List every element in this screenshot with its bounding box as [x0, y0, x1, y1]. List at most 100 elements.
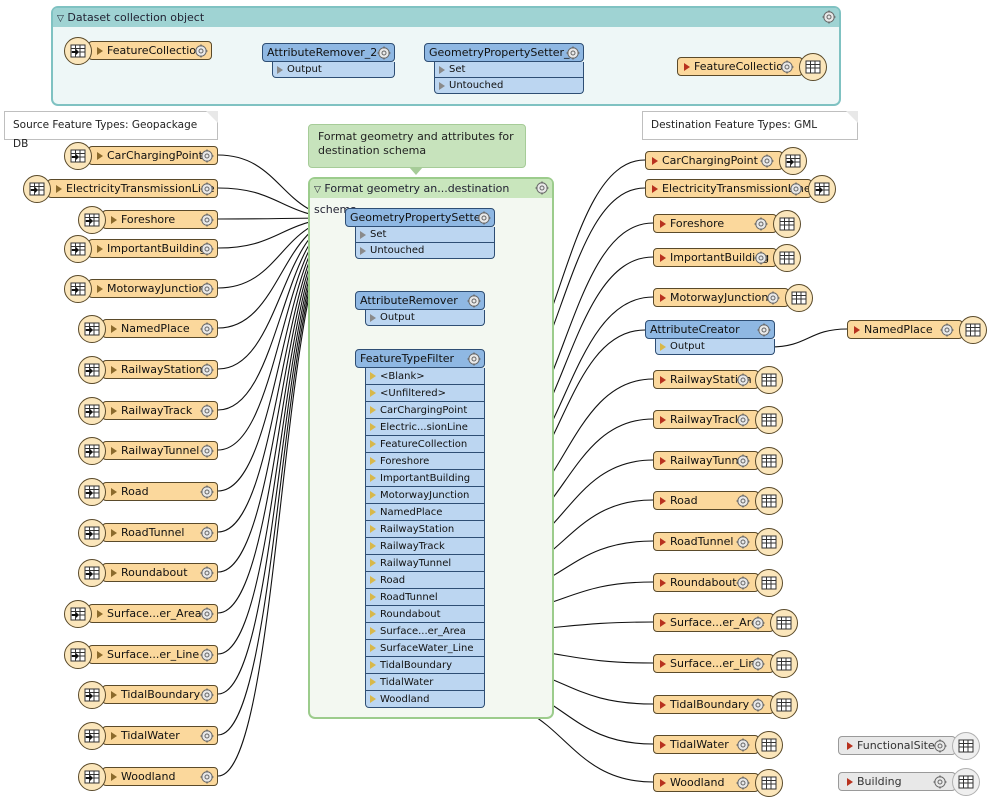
output-port[interactable]: MotorwayJunction [365, 487, 485, 504]
disabled-writer-building[interactable]: Building [838, 767, 980, 796]
disabled-writer-functionalsite[interactable]: FunctionalSite [838, 731, 980, 760]
writer-road[interactable]: Road [653, 486, 783, 515]
gear-icon[interactable] [477, 211, 491, 228]
gear-icon[interactable] [736, 776, 750, 793]
gear-icon[interactable] [933, 739, 947, 756]
gear-icon[interactable] [754, 217, 768, 234]
gear-icon[interactable] [736, 535, 750, 552]
output-port[interactable]: Untouched [434, 78, 584, 94]
output-port[interactable]: RailwayTunnel [365, 555, 485, 572]
gear-icon[interactable] [200, 566, 214, 583]
gear-icon[interactable] [200, 729, 214, 746]
reader-tidalwater[interactable]: TidalWater [78, 721, 218, 750]
reader-importantbuilding[interactable]: ImportantBuilding [64, 234, 218, 263]
writer-electricitytransmissionline[interactable]: ElectricityTransmissionLine [645, 174, 836, 203]
writer-roadtunnel[interactable]: RoadTunnel [653, 527, 783, 556]
output-port[interactable]: <Blank> [365, 368, 485, 385]
output-port[interactable]: Roundabout [365, 606, 485, 623]
output-port[interactable]: TidalWater [365, 674, 485, 691]
output-port[interactable]: Output [365, 310, 485, 326]
bookmark-dataset-collection[interactable]: ▽ Dataset collection object [51, 6, 841, 106]
writer-carchargingpoint[interactable]: CarChargingPoint [645, 146, 807, 175]
writer-surface-er-area[interactable]: Surface...er_Area [653, 608, 798, 637]
writer-railwaytunnel[interactable]: RailwayTunnel [653, 446, 783, 475]
transformer-attribute-remover[interactable]: AttributeRemover Output [355, 291, 485, 326]
gear-icon[interactable] [736, 454, 750, 471]
gear-icon[interactable] [200, 182, 214, 199]
transformer-attribute-creator[interactable]: AttributeCreator Output [645, 320, 775, 355]
gear-icon[interactable] [194, 44, 208, 61]
gear-icon[interactable] [200, 282, 214, 299]
output-port[interactable]: SurfaceWater_Line [365, 640, 485, 657]
gear-icon[interactable] [200, 770, 214, 787]
writer-namedplace[interactable]: NamedPlace [847, 315, 987, 344]
reader-surface-er-line[interactable]: Surface...er_Line [64, 640, 218, 669]
link-creator-namedplace[interactable] [769, 328, 848, 348]
gear-icon[interactable] [736, 738, 750, 755]
reader-feature-collection[interactable]: FeatureCollection [64, 36, 212, 65]
reader-surface-er-area[interactable]: Surface...er_Area [64, 599, 218, 628]
gear-icon[interactable] [736, 413, 750, 430]
gear-icon[interactable] [467, 294, 481, 311]
transformer-feature-type-filter[interactable]: FeatureTypeFilter <Blank><Unfiltered>Car… [355, 349, 485, 708]
output-port[interactable]: Foreshore [365, 453, 485, 470]
reader-road[interactable]: Road [78, 477, 218, 506]
gear-icon[interactable] [200, 242, 214, 259]
writer-woodland[interactable]: Woodland [653, 768, 783, 797]
reader-roadtunnel[interactable]: RoadTunnel [78, 518, 218, 547]
gear-icon[interactable] [751, 616, 765, 633]
gear-icon[interactable] [200, 213, 214, 230]
writer-motorwayjunction[interactable]: MotorwayJunction [653, 283, 813, 312]
output-port[interactable]: Woodland [365, 691, 485, 708]
output-port[interactable]: RailwayStation [365, 521, 485, 538]
gear-icon[interactable] [200, 526, 214, 543]
output-port[interactable]: ImportantBuilding [365, 470, 485, 487]
writer-tidalwater[interactable]: TidalWater [653, 730, 783, 759]
gear-icon[interactable] [789, 182, 803, 199]
gear-icon[interactable] [200, 444, 214, 461]
output-port[interactable]: Surface...er_Area [365, 623, 485, 640]
reader-motorwayjunction[interactable]: MotorwayJunction [64, 274, 218, 303]
writer-foreshore[interactable]: Foreshore [653, 209, 801, 238]
gear-icon[interactable] [736, 373, 750, 390]
output-port[interactable]: Set [355, 227, 495, 243]
output-port[interactable]: Untouched [355, 243, 495, 259]
gear-icon[interactable] [535, 181, 549, 198]
output-port[interactable]: Output [272, 62, 395, 78]
writer-importantbuilding[interactable]: ImportantBuilding [653, 243, 801, 272]
reader-namedplace[interactable]: NamedPlace [78, 314, 218, 343]
transformer-attribute-remover-2[interactable]: AttributeRemover_2 Output [262, 43, 395, 78]
gear-icon[interactable] [766, 291, 780, 308]
gear-icon[interactable] [933, 775, 947, 792]
reader-woodland[interactable]: Woodland [78, 762, 218, 791]
gear-icon[interactable] [736, 494, 750, 511]
gear-icon[interactable] [467, 352, 481, 369]
reader-tidalboundary[interactable]: TidalBoundary [78, 680, 218, 709]
output-port[interactable]: CarChargingPoint [365, 402, 485, 419]
writer-roundabout[interactable]: Roundabout [653, 568, 783, 597]
gear-icon[interactable] [200, 648, 214, 665]
gear-icon[interactable] [200, 485, 214, 502]
output-port[interactable]: RailwayTrack [365, 538, 485, 555]
reader-railwaytrack[interactable]: RailwayTrack [78, 396, 218, 425]
output-port[interactable]: TidalBoundary [365, 657, 485, 674]
gear-icon[interactable] [200, 322, 214, 339]
writer-feature-collection[interactable]: FeatureCollection [677, 52, 827, 81]
reader-carchargingpoint[interactable]: CarChargingPoint [64, 141, 218, 170]
transformer-geometry-property-setter-2[interactable]: GeometryPropertySetter_2 Set Untouched [424, 43, 584, 94]
output-port[interactable]: RoadTunnel [365, 589, 485, 606]
gear-icon[interactable] [780, 60, 794, 77]
writer-tidalboundary[interactable]: TidalBoundary [653, 690, 798, 719]
reader-foreshore[interactable]: Foreshore [78, 205, 218, 234]
output-port[interactable]: Electric...sionLine [365, 419, 485, 436]
gear-icon[interactable] [200, 607, 214, 624]
writer-railwaytrack[interactable]: RailwayTrack [653, 405, 783, 434]
output-port[interactable]: NamedPlace [365, 504, 485, 521]
gear-icon[interactable] [760, 154, 774, 171]
reader-electricitytransmissionline[interactable]: ElectricityTransmissionLine [23, 174, 218, 203]
transformer-geometry-property-setter[interactable]: GeometryPropertySetter Set Untouched [345, 208, 495, 259]
gear-icon[interactable] [757, 323, 771, 340]
gear-icon[interactable] [940, 323, 954, 340]
gear-icon[interactable] [377, 46, 391, 63]
reader-railwaystation[interactable]: RailwayStation [78, 355, 218, 384]
